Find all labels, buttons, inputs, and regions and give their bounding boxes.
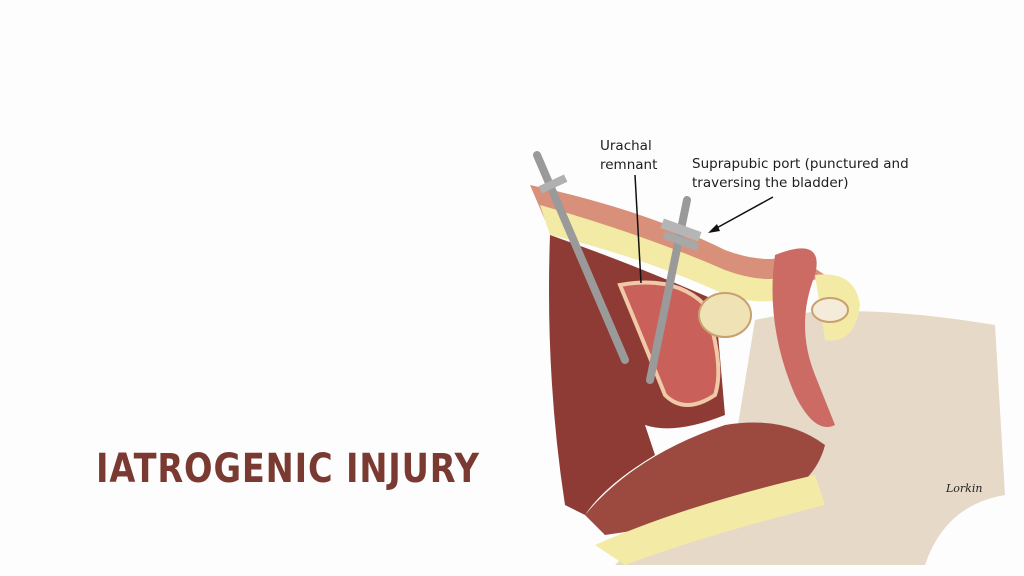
trocar-suprapubic-port[interactable] — [646, 196, 702, 384]
anatomical-illustration — [530, 151, 1005, 565]
arrowhead-icon — [708, 224, 720, 233]
trocar-left[interactable] — [533, 151, 629, 364]
bladder — [617, 280, 752, 407]
label-arrows — [634, 174, 774, 284]
urethra-penis — [772, 248, 860, 427]
urachal-remnant-label: Urachal remnant — [600, 138, 658, 173]
artist-signature: Lorkin — [946, 482, 983, 495]
suprapubic-port-label: Suprapubic port (punctured and traversin… — [692, 156, 909, 191]
slide-title: IATROGENIC INJURY — [96, 446, 480, 492]
